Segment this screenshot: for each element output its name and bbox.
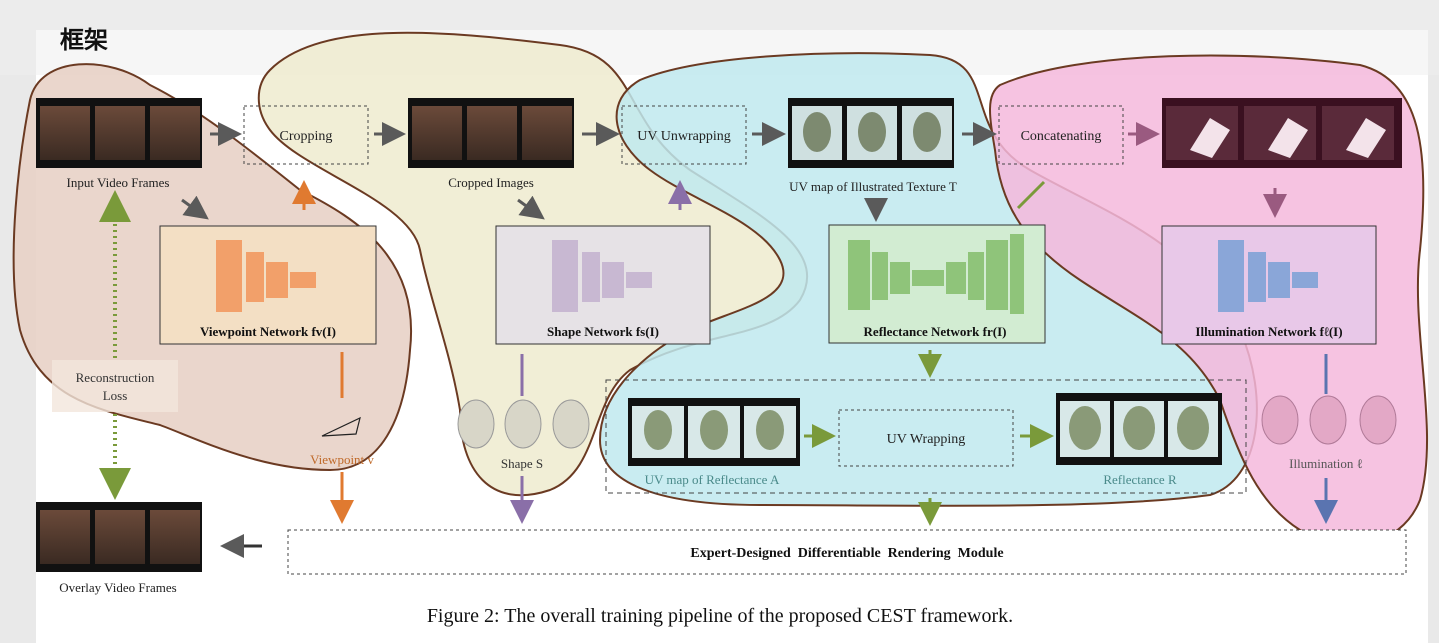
concatenating-box [998, 105, 1124, 165]
cropped-images-label: Cropped Images [448, 175, 534, 190]
overlay-video-frames [36, 502, 202, 572]
reconstruction-loss-box [52, 360, 178, 412]
reflectance-strip [1056, 393, 1222, 465]
cropped-images [408, 98, 574, 168]
uv-wrapping-label: UV Wrapping [887, 432, 966, 447]
concatenated-strip [1162, 98, 1402, 168]
uv-unwrapping-label: UV Unwrapping [637, 129, 730, 144]
reconstruction-loss-label-2: Loss [103, 388, 128, 403]
viewpoint-label: Viewpoint v [310, 452, 374, 467]
shape-network-label: Shape Network fs(I) [547, 324, 659, 339]
input-video-frames [36, 98, 202, 168]
reflectance-network-icon [848, 234, 1024, 314]
shape-network-icon [552, 240, 652, 312]
input-frames-label: Input Video Frames [67, 175, 170, 190]
reflectance-panel [605, 379, 1247, 494]
viewpoint-network-label: Viewpoint Network fv(I) [200, 324, 336, 339]
uv-wrapping-box [838, 409, 1014, 467]
uv-texture-label: UV map of Illustrated Texture T [789, 179, 957, 194]
reflectance-label: Reflectance R [1103, 472, 1177, 487]
concatenating-label: Concatenating [1021, 129, 1102, 144]
viewpoint-icon [321, 416, 361, 437]
overlay-frames-label: Overlay Video Frames [59, 580, 176, 595]
reflectance-network-label: Reflectance Network fr(I) [864, 324, 1007, 339]
arrows [181, 122, 1338, 558]
reconstruction-loss-label-1: Reconstruction [76, 370, 155, 385]
rendering-module-box [287, 529, 1407, 575]
uv-unwrapping-box [621, 105, 747, 165]
figure-caption: Figure 2: The overall training pipeline … [427, 605, 1013, 627]
illumination-faces [1261, 395, 1397, 445]
shape-faces [457, 399, 590, 449]
illumination-label: Illumination ℓ [1289, 456, 1363, 471]
rendering-module-label: Expert-Designed Differentiable Rendering… [690, 546, 1003, 561]
viewpoint-network-icon [216, 240, 316, 312]
illumination-network-label: Illumination Network fℓ(I) [1195, 324, 1342, 339]
cropping-box [243, 105, 369, 165]
shape-label: Shape S [501, 456, 543, 471]
page-title: 框架 [60, 26, 108, 54]
illumination-network-icon [1218, 240, 1318, 312]
uv-texture-strip [788, 98, 954, 168]
cropping-label: Cropping [280, 129, 333, 144]
uv-reflectance-strip [628, 398, 800, 466]
uv-reflectance-label: UV map of Reflectance A [645, 472, 780, 487]
